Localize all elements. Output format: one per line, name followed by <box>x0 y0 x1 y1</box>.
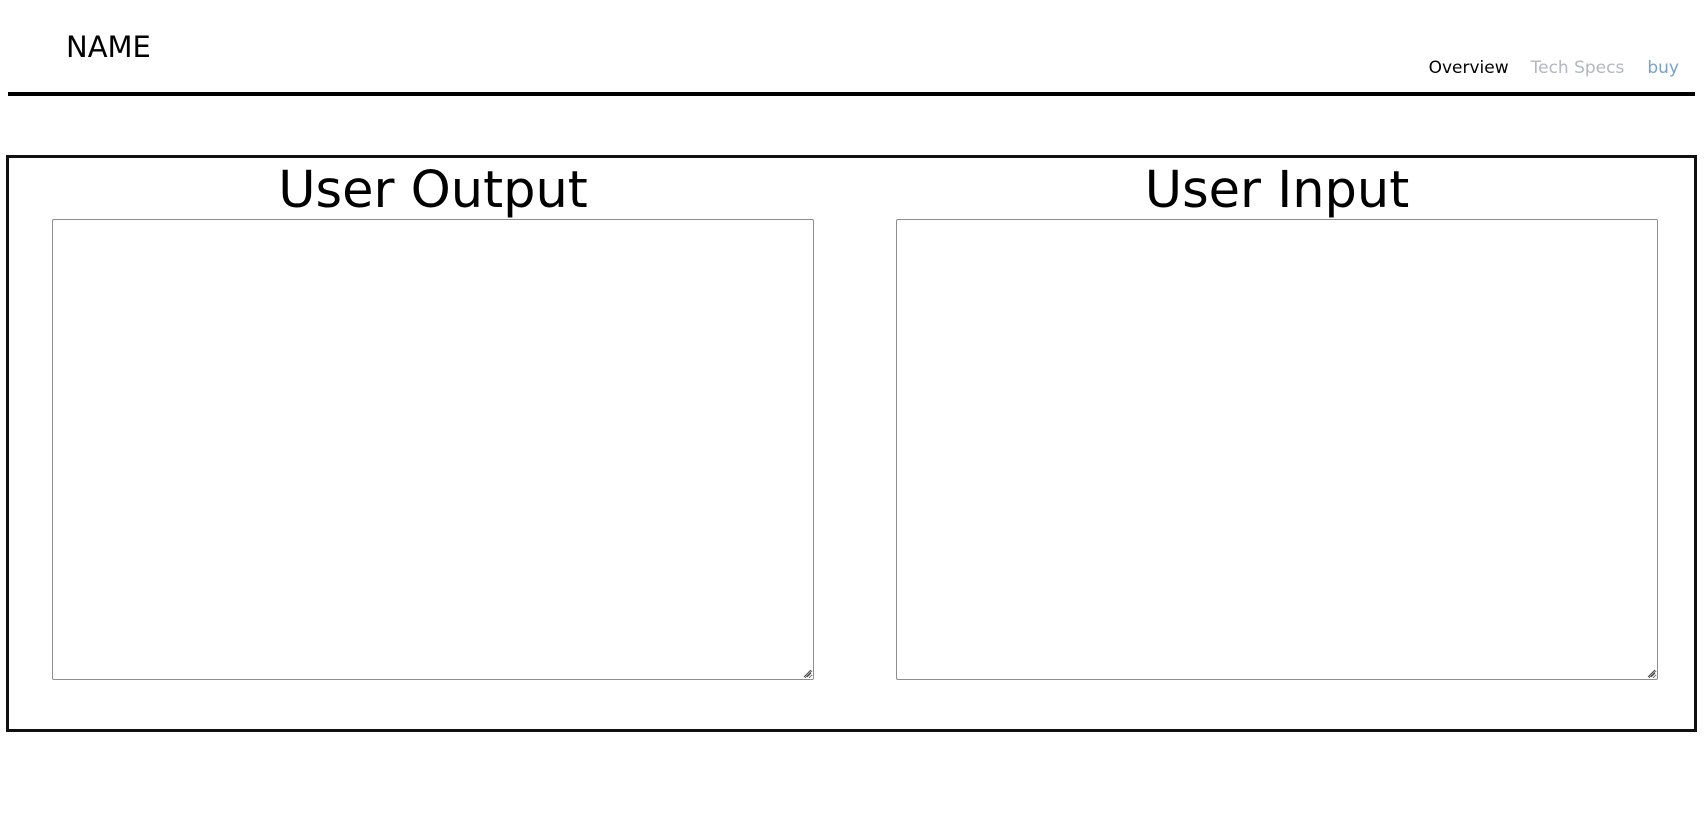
site-brand[interactable]: NAME <box>66 30 151 64</box>
site-header: NAME Overview Tech Specs buy <box>8 0 1695 96</box>
nav-tech-specs-link[interactable]: Tech Specs <box>1530 58 1625 78</box>
io-panel: User Output User Input <box>6 155 1697 732</box>
nav-overview-link[interactable]: Overview <box>1428 58 1509 78</box>
nav-buy-link[interactable]: buy <box>1647 58 1679 78</box>
user-input-title: User Input <box>1144 161 1410 220</box>
user-output-title: User Output <box>278 161 588 220</box>
user-output-textarea[interactable] <box>52 219 814 680</box>
top-navigation: Overview Tech Specs buy <box>1429 56 1679 80</box>
user-input-textarea[interactable] <box>896 219 1658 680</box>
